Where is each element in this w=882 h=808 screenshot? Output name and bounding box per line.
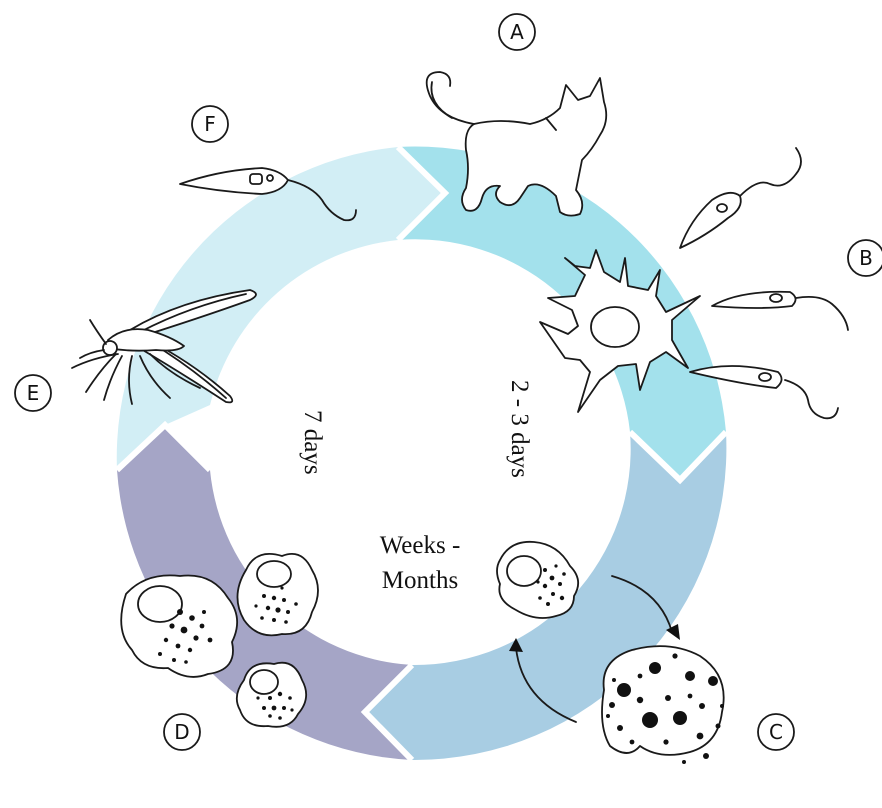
stage-letter-b: B xyxy=(859,246,873,270)
stage-label-b: B xyxy=(848,240,882,276)
ring-segment-e-f xyxy=(117,147,445,470)
stage-letter-e: E xyxy=(27,381,40,405)
duration-bottom-label-line2: Months xyxy=(382,567,458,594)
stage-label-f: F xyxy=(192,106,228,142)
duration-left-label: 7 days xyxy=(299,410,326,475)
stage-letter-d: D xyxy=(174,720,189,744)
stage-label-a: A xyxy=(499,14,535,50)
duration-bottom-label-line1: Weeks - xyxy=(380,532,461,559)
stage-label-c: C xyxy=(758,714,794,750)
stage-label-d: D xyxy=(164,714,200,750)
duration-right-label: 2 - 3 days xyxy=(506,380,533,478)
stage-letter-c: C xyxy=(769,720,783,744)
stage-letter-f: F xyxy=(204,112,216,136)
stage-label-e: E xyxy=(15,375,51,411)
stage-letter-a: A xyxy=(510,20,524,44)
